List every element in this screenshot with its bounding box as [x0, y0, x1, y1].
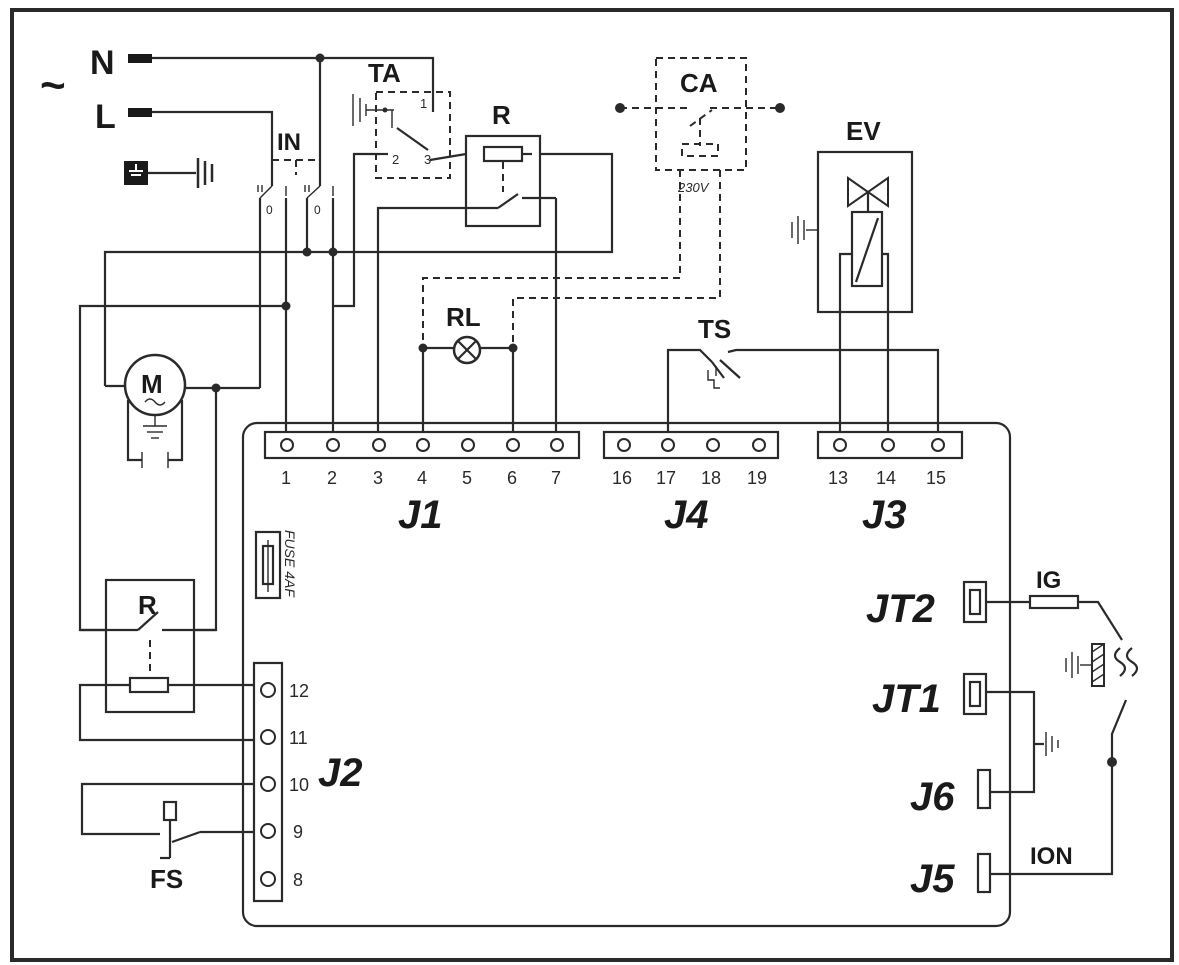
j2-pin-label: 11: [289, 728, 308, 748]
chrono-thermostat: CA 230V: [615, 57, 785, 195]
j2-pin: [260, 729, 276, 745]
ta-pin-2: 2: [392, 152, 399, 167]
igniter: IG: [986, 567, 1139, 767]
room-thermostat-label: TA: [368, 58, 401, 88]
j2-pin: [260, 871, 276, 887]
ta-pin-3: 3: [424, 152, 431, 167]
j1-label: J1: [398, 493, 443, 537]
j2-pin-label: 12: [289, 681, 309, 701]
ta-pin-1: 1: [420, 96, 427, 111]
j1-pin-label: 5: [462, 468, 472, 488]
j4-pin-label: 16: [612, 468, 632, 488]
chrono-label: CA: [680, 68, 718, 98]
j3-pin: [931, 438, 945, 452]
j4-pin: [661, 438, 675, 452]
relay-bottom-label: R: [138, 590, 157, 620]
line-terminal: [128, 108, 152, 117]
jt2-label: JT2: [866, 587, 935, 631]
j6-label: J6: [910, 775, 955, 819]
j4-pin: [617, 438, 631, 452]
j3-pin: [833, 438, 847, 452]
line-label: L: [95, 98, 116, 136]
safety-thermostat-label: TS: [698, 314, 731, 344]
connector-j2: 12 11 10 9 8 J2: [252, 661, 363, 903]
j1-pin-label: 1: [281, 468, 291, 488]
igniter-label: IG: [1036, 567, 1061, 594]
fuse-label: FUSE 4AF: [282, 530, 298, 598]
j2-pin: [260, 682, 276, 698]
connector-j5: J5: [910, 852, 992, 901]
burner-electrode-icon: [1065, 643, 1139, 687]
relay-top-label: R: [492, 100, 511, 130]
signal-lamp: RL: [418, 302, 518, 365]
signal-lamp-label: RL: [446, 302, 481, 332]
j4-label: J4: [664, 493, 709, 537]
j4-pin-label: 17: [656, 468, 676, 488]
jt1-label: JT1: [872, 677, 941, 721]
connector-j3: 13 14 15 J3: [816, 430, 964, 537]
ac-symbol: ~: [40, 61, 66, 110]
j3-label: J3: [862, 493, 907, 537]
earth-terminal-icon: [124, 158, 214, 188]
fuse: FUSE 4AF: [254, 530, 298, 600]
connector-j6: J6: [910, 768, 992, 819]
j1-pin-label: 4: [417, 468, 427, 488]
control-board: [241, 421, 1012, 928]
j1-pin: [550, 438, 564, 452]
chrono-voltage: 230V: [677, 180, 710, 195]
ionization-label: ION: [1030, 843, 1073, 870]
j3-pin-label: 14: [876, 468, 896, 488]
switch-pos-2: 0: [314, 203, 321, 217]
j4-pin: [752, 438, 766, 452]
j2-pin: [260, 823, 276, 839]
j2-pin-label: 8: [293, 870, 303, 890]
gas-valve: EV: [791, 116, 914, 440]
j2-pin-label: 10: [289, 775, 309, 795]
j1-pin: [372, 438, 386, 452]
connector-jt2: JT2: [866, 580, 988, 631]
gas-valve-label: EV: [846, 116, 881, 146]
j2-label: J2: [318, 751, 363, 795]
neutral-label: N: [90, 44, 115, 82]
j1-pin: [416, 438, 430, 452]
j5-label: J5: [910, 857, 955, 901]
j1-pin: [461, 438, 475, 452]
valve-icon: [847, 176, 889, 208]
j3-pin-label: 15: [926, 468, 946, 488]
j3-pin: [881, 438, 895, 452]
outer-frame: [10, 8, 1174, 962]
neutral-terminal: [128, 54, 152, 63]
main-switch-label: IN: [277, 129, 301, 156]
power-supply: ~ N L: [40, 44, 214, 188]
j1-pin: [280, 438, 294, 452]
ionization: ION: [990, 762, 1114, 876]
flow-switch-label: FS: [150, 864, 183, 894]
relay-bottom: R: [80, 578, 216, 714]
connector-j4: 16 17 18 19 J4: [602, 430, 780, 537]
j1-pin-label: 3: [373, 468, 383, 488]
motor-label: M: [141, 369, 163, 399]
j2-pin: [260, 776, 276, 792]
j3-pin-label: 13: [828, 468, 848, 488]
connector-jt1: JT1: [872, 672, 988, 721]
j1-pin-label: 7: [551, 468, 561, 488]
j4-pin-label: 18: [701, 468, 721, 488]
relay-top: R: [464, 100, 556, 228]
j1-pin: [506, 438, 520, 452]
flow-switch: FS: [80, 782, 256, 894]
connector-j1: 1 2 3 4 5 6 7 J1: [263, 430, 581, 537]
j1-pin-label: 2: [327, 468, 337, 488]
j4-pin-label: 19: [747, 468, 767, 488]
room-thermostat: TA 1 2 3: [352, 58, 451, 179]
j2-pin-label: 9: [293, 822, 303, 842]
j1-pin-label: 6: [507, 468, 517, 488]
switch-pos-1: 0: [266, 203, 273, 217]
fan-motor: M: [123, 353, 187, 468]
safety-thermostat: TS: [666, 314, 940, 440]
j4-pin: [706, 438, 720, 452]
j1-pin: [326, 438, 340, 452]
main-switch: IN 0 0: [257, 129, 335, 225]
